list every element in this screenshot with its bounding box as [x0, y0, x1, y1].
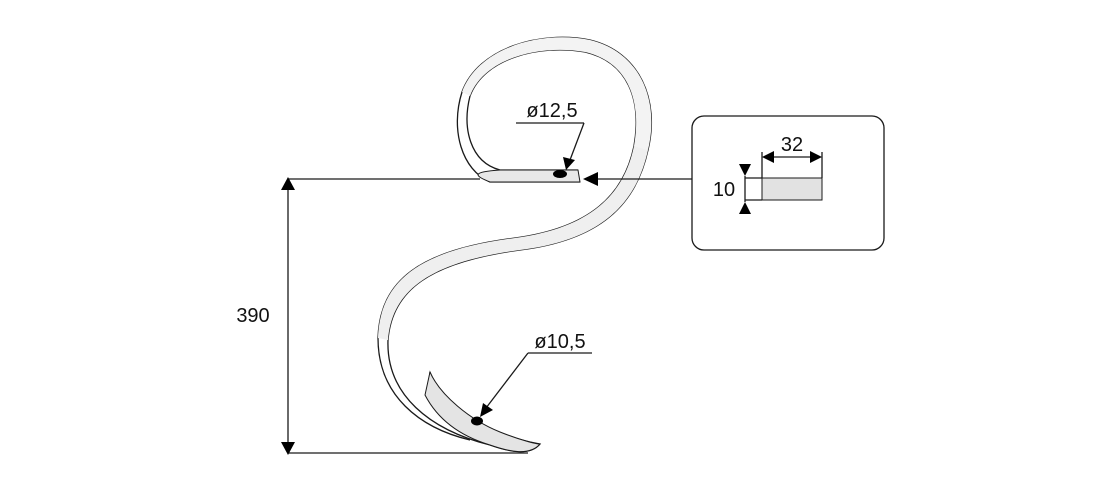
cross-section-detail: 32 10: [691, 115, 885, 251]
tine-shading-middle: [378, 146, 648, 340]
section-leader: [583, 172, 692, 186]
spring-tine: [377, 36, 652, 453]
height-dimension: 390: [236, 177, 528, 455]
top-hole-label: ø12,5: [526, 100, 577, 122]
section-profile: [761, 177, 823, 201]
bottom-hole-label: ø10,5: [534, 331, 585, 353]
tine-shading-loop: [462, 37, 652, 151]
tine-inner-edge: [377, 49, 637, 441]
section-width-label: 32: [781, 134, 803, 156]
top-hole-callout: ø12,5: [516, 100, 585, 170]
top-mounting-hole: [553, 170, 567, 178]
height-label: 390: [236, 305, 269, 327]
section-thickness-label: 10: [713, 179, 735, 201]
bottom-hole-callout: ø10,5: [480, 331, 592, 417]
bottom-mounting-hole: [471, 416, 483, 426]
tine-shading-tip: [424, 370, 542, 453]
